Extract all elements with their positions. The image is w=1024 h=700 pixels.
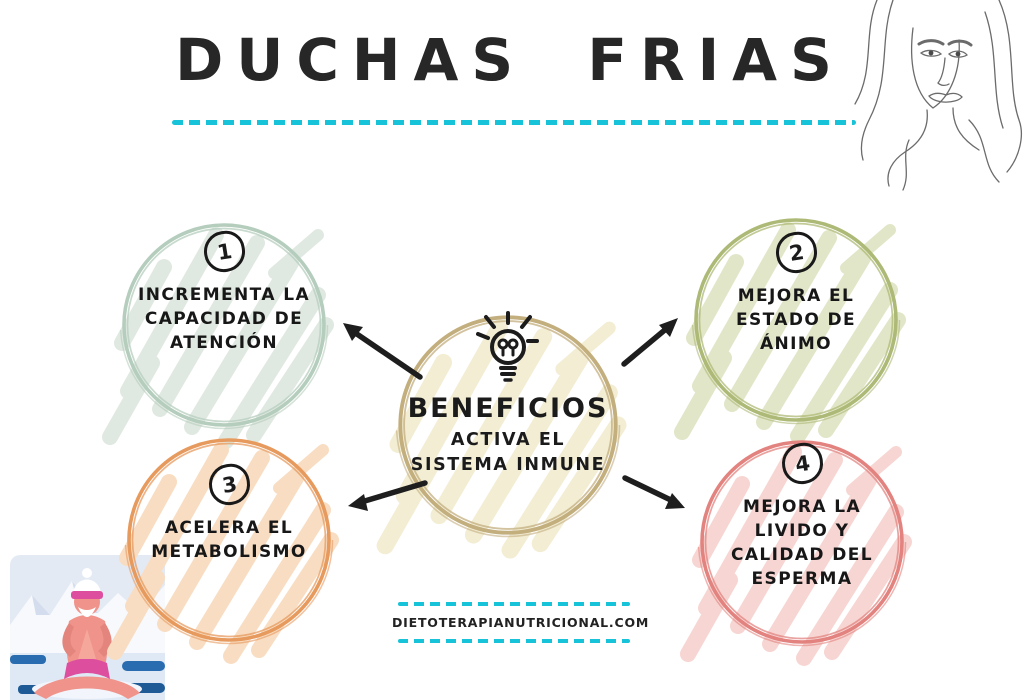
- website-url: DIETOTERAPIANUTRICIONAL.COM: [392, 615, 650, 630]
- footer: DIETOTERAPIANUTRICIONAL.COM: [392, 602, 650, 643]
- benefit-bubble-2: 2 MEJORA EL ESTADO DE ÁNIMO: [666, 190, 926, 450]
- number-badge-1: 1: [200, 228, 248, 275]
- arrow-bottom-left-icon: [348, 480, 428, 511]
- center-bubble: BENEFICIOS ACTIVA EL SISTEMA INMUNE: [368, 285, 648, 565]
- lightbulb-icon: [476, 311, 539, 382]
- arrow-bottom-right-icon: [622, 475, 685, 509]
- arrow-top-right-icon: [621, 318, 678, 367]
- page-title: DUCHAS FRIAS: [175, 26, 845, 94]
- benefit-bubble-1: 1 INCREMENTA LA CAPACIDAD DE ATENCIÓN: [94, 195, 354, 455]
- number-badge-3: 3: [205, 461, 253, 508]
- benefit-bubble-4: 4 MEJORA LA LIVIDO Y CALIDAD DEL ESPERMA: [672, 412, 932, 672]
- footer-dashed-divider-bottom: [398, 639, 630, 643]
- woman-face-sketch: [854, 0, 1022, 191]
- benefit-label-2: MEJORA EL ESTADO DE ÁNIMO: [735, 286, 857, 355]
- benefit-label-4: MEJORA LA LIVIDO Y CALIDAD DEL ESPERMA: [730, 497, 874, 590]
- benefit-bubble-3: 3 ACELERA EL METABOLISMO: [99, 410, 359, 670]
- center-subtitle: ACTIVA EL SISTEMA INMUNE: [410, 430, 606, 475]
- number-badge-2: 2: [772, 229, 820, 276]
- footer-dashed-divider-top: [398, 602, 630, 606]
- title-dashed-divider: [172, 120, 856, 125]
- benefit-label-3: ACELERA EL METABOLISMO: [151, 518, 307, 563]
- center-title: BENEFICIOS: [407, 393, 609, 424]
- arrow-top-left-icon: [343, 323, 423, 380]
- number-badge-4: 4: [778, 440, 826, 487]
- benefit-label-1: INCREMENTA LA CAPACIDAD DE ATENCIÓN: [137, 285, 311, 354]
